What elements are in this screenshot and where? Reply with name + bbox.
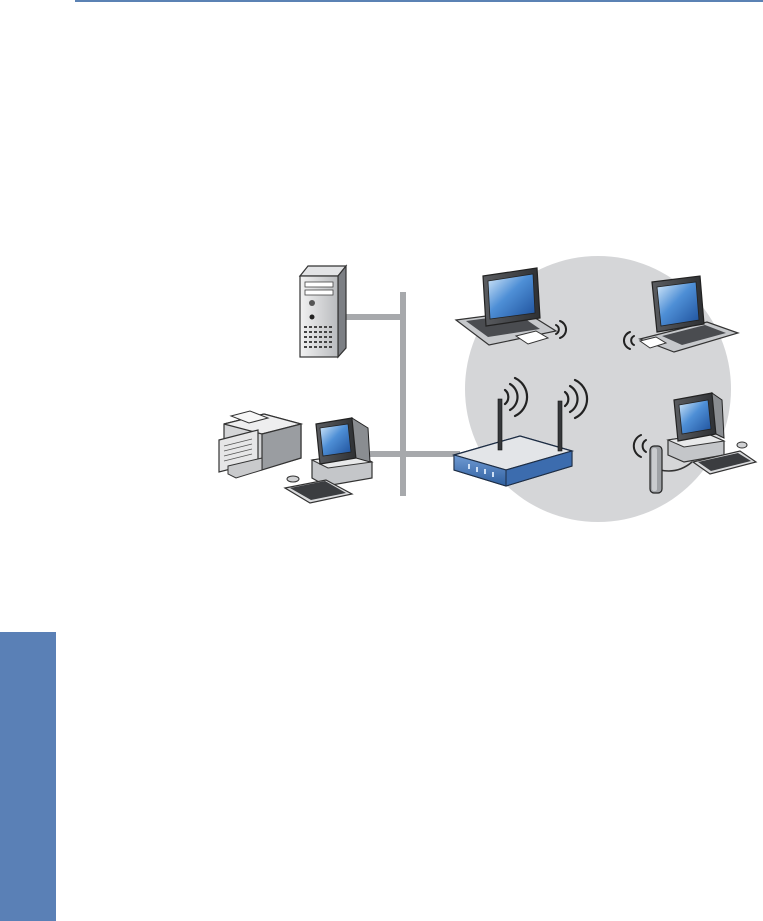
- printer-icon: [219, 411, 301, 478]
- tower-server-icon: [300, 266, 346, 357]
